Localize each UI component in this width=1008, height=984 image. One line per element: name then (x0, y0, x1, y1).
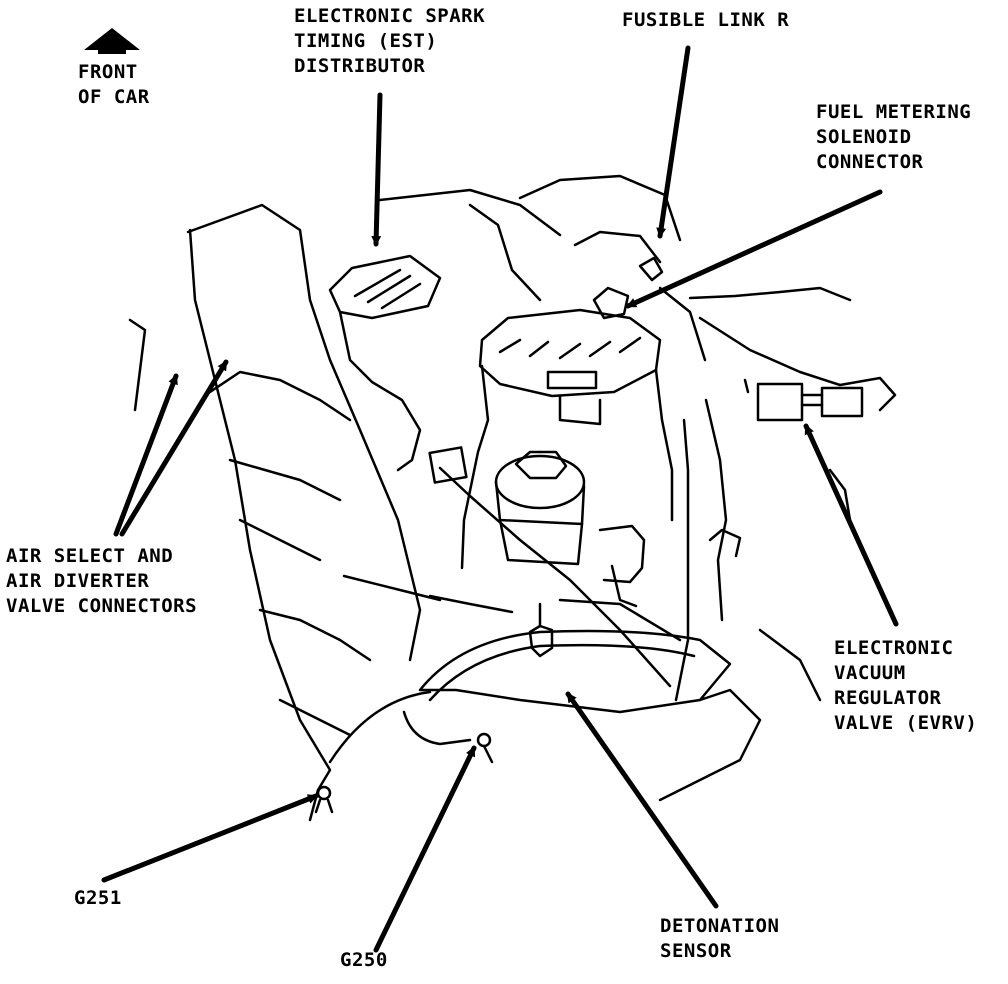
g250-label: G250 (340, 949, 388, 971)
engine-linework (128, 174, 897, 822)
callout-arrows (101, 45, 899, 953)
arrow-up-icon (84, 28, 140, 54)
g251-label: G251 (74, 887, 122, 909)
fusible-link-label: FUSIBLE LINK R (622, 9, 790, 31)
